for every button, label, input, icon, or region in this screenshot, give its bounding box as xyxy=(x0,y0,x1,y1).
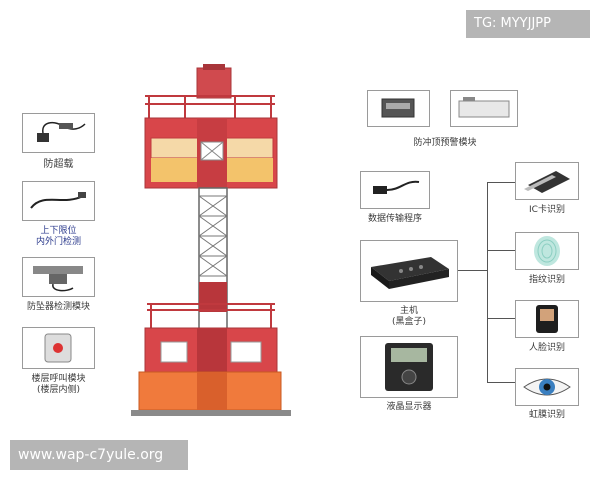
anti-fall-box xyxy=(22,257,95,297)
call-panel-icon xyxy=(44,333,72,363)
face-terminal-icon xyxy=(536,305,558,333)
load-cable-icon xyxy=(37,121,86,142)
limit-door-label: 上下限位 内外门检测 xyxy=(35,226,81,247)
data-transfer-box xyxy=(360,171,430,209)
lcd-display-box xyxy=(360,336,458,398)
anti-top-label: 防冲顶预警模块 xyxy=(413,138,477,148)
floor-call-label: 楼层呼叫模块 (楼层内侧) xyxy=(31,374,86,395)
host-box xyxy=(360,240,458,302)
anti-fall-label: 防坠器检测模块 xyxy=(26,302,90,312)
iris-label: 虹膜识别 xyxy=(528,410,565,420)
fingerprint-icon xyxy=(534,236,560,266)
eye-icon xyxy=(523,378,571,396)
usb-cable-icon xyxy=(373,180,420,194)
floor-call-box xyxy=(22,327,95,369)
anti-top-sensor-a xyxy=(367,90,430,127)
lcd-display-icon xyxy=(385,343,433,391)
connector-top xyxy=(487,182,515,183)
face-recognition-label: 人脸识别 xyxy=(528,343,565,353)
ic-card-label: IC卡识别 xyxy=(529,205,565,215)
data-transfer-label: 数据传输程序 xyxy=(367,214,422,224)
ic-card-box xyxy=(515,162,579,200)
limit-door-sensor-box xyxy=(22,181,95,221)
overload-label: 防超载 xyxy=(43,159,74,170)
anti-fall-device-icon xyxy=(33,266,83,292)
module-board-icon xyxy=(458,97,510,118)
construction-hoist-illustration xyxy=(131,64,291,416)
sensor-block-icon xyxy=(381,98,415,118)
face-recognition-box xyxy=(515,300,579,338)
fingerprint-label: 指纹识别 xyxy=(528,275,565,285)
anti-top-sensor-b xyxy=(450,90,518,127)
connector-host xyxy=(458,270,487,271)
overload-sensor-box xyxy=(22,113,95,153)
connector-4 xyxy=(487,382,515,383)
iris-box xyxy=(515,368,579,406)
host-label: 主机 (黑盒子) xyxy=(391,306,427,327)
lcd-display-label: 液晶显示器 xyxy=(386,402,432,412)
watermark-top: TG: MYYJJPP xyxy=(466,10,590,38)
connector-3 xyxy=(487,318,515,319)
connector-2 xyxy=(487,250,515,251)
ic-card-icon xyxy=(524,171,570,193)
watermark-bottom: www.wap-c7yule.org xyxy=(10,440,188,470)
connector-vertical xyxy=(487,182,488,382)
fingerprint-box xyxy=(515,232,579,270)
switch-sensor-icon xyxy=(30,192,86,209)
host-device-icon xyxy=(371,257,449,289)
